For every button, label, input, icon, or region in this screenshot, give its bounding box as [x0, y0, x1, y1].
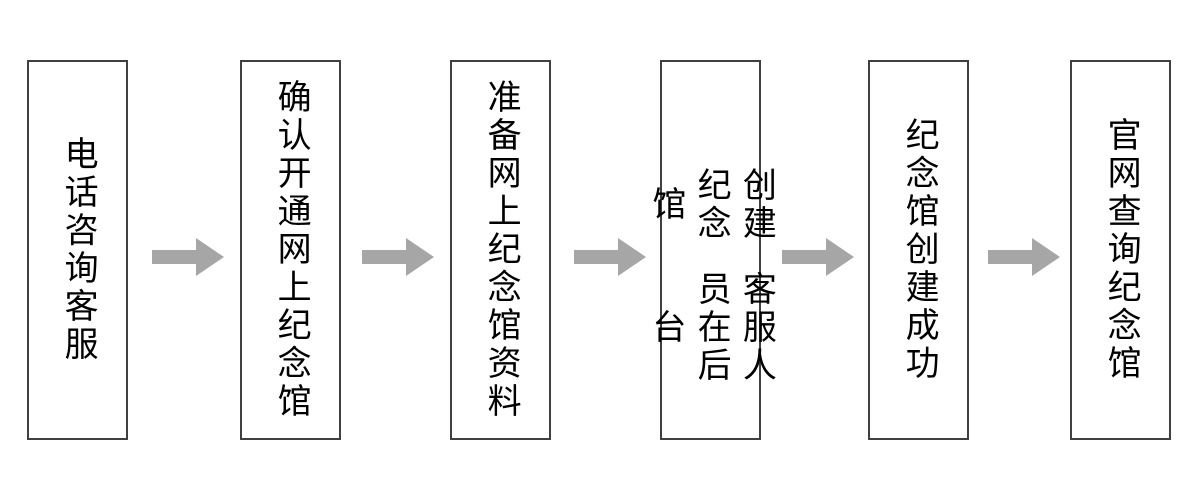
process-node-6[interactable]: 官网查询纪念馆 — [1070, 60, 1171, 440]
process-node-3[interactable]: 准备网上纪念馆资料 — [450, 60, 551, 440]
process-node-2[interactable]: 确认开通网上纪念馆 — [240, 60, 341, 440]
connector-arrow-1 — [152, 238, 224, 276]
process-node-5[interactable]: 纪念馆创建成功 — [868, 60, 969, 440]
connector-arrow-4 — [782, 238, 854, 276]
connector-arrow-2 — [362, 238, 434, 276]
process-node-4-column-right: 创建纪念馆 — [645, 167, 777, 244]
process-node-1-label: 电话咨询客服 — [58, 136, 99, 364]
process-node-3-label: 准备网上纪念馆资料 — [481, 79, 522, 421]
process-node-6-label: 官网查询纪念馆 — [1101, 117, 1142, 383]
process-node-4-label: 创建纪念馆 客服人员在后台 — [643, 100, 779, 400]
process-node-5-label: 纪念馆创建成功 — [899, 117, 940, 383]
connector-arrow-5 — [988, 238, 1060, 276]
process-node-4[interactable]: 创建纪念馆 客服人员在后台 — [646, 60, 776, 440]
process-node-2-label: 确认开通网上纪念馆 — [271, 79, 312, 421]
process-node-4-column-left: 客服人员在后台 — [645, 271, 777, 386]
process-node-1[interactable]: 电话咨询客服 — [27, 60, 128, 440]
connector-arrow-3 — [574, 238, 646, 276]
